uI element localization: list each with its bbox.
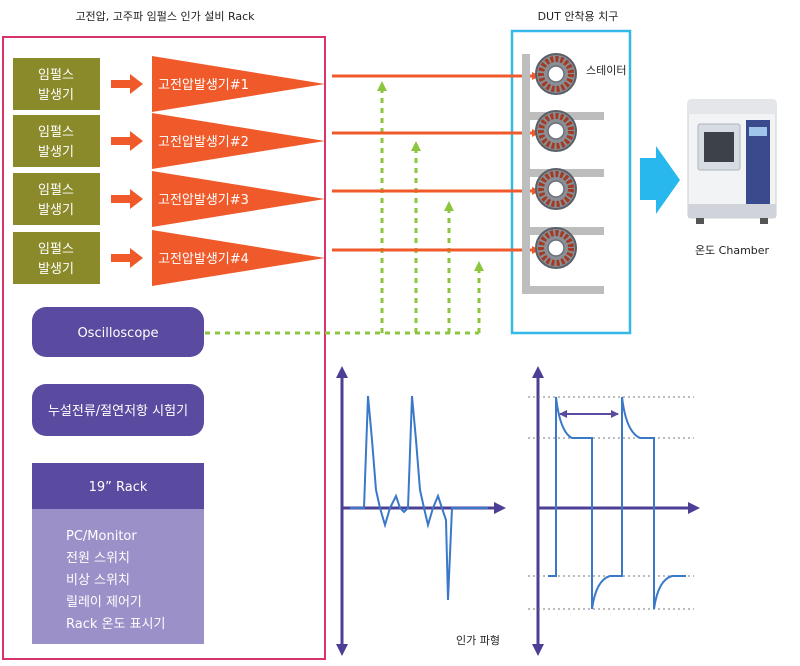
waveform-2 (528, 366, 700, 656)
impulse-generator-label-1-line1: 임펄스 (38, 68, 74, 83)
hv-generator-shape-2 (152, 113, 325, 169)
connector-arrow-3 (111, 189, 143, 209)
waveform-1-trace (350, 395, 488, 601)
stator-fixture-3 (522, 168, 604, 235)
waveform-1 (336, 366, 506, 656)
stator-fixture-4 (522, 227, 604, 294)
impulse-generator-label-2-line2: 발생기 (38, 145, 74, 160)
rack19-item-2: 전원 스위치 (66, 551, 130, 566)
impulse-generator-label-4-line2: 발생기 (38, 262, 74, 277)
impulse-generator-box-1 (13, 58, 100, 110)
rack19-header-label: 19” Rack (89, 480, 148, 495)
waveform-2-trace (548, 396, 686, 610)
impulse-generator-label-4-line1: 임펄스 (38, 242, 74, 257)
impulse-generator-box-3 (13, 173, 100, 225)
impulse-generator-box-2 (13, 115, 100, 167)
probe-lines (205, 81, 484, 335)
tester-box (32, 384, 204, 436)
tester-label: 누설전류/절연저항 시험기 (48, 404, 188, 419)
impulse-generator-label-3-line1: 임펄스 (38, 183, 74, 198)
stator-fixture-2 (522, 110, 604, 177)
rack19-header (32, 463, 204, 509)
rack-frame (2, 36, 326, 660)
hv-generator-shape-4 (152, 230, 325, 286)
fixture-frame (510, 29, 632, 335)
hv-generator-shape-1 (152, 56, 325, 112)
waveform-label: 인가 파형 (456, 634, 500, 647)
stator-label: 스테이터 (586, 64, 626, 77)
hv-generator-label-1: 고전압발생기#1 (158, 78, 249, 93)
rack19-item-4: 릴레이 제어기 (66, 595, 142, 610)
connector-arrow-2 (111, 131, 143, 151)
stator-fixture-1 (522, 53, 604, 120)
chamber-label: 온도 Chamber (695, 244, 770, 257)
impulse-generator-box-4 (13, 232, 100, 284)
connector-arrow-1 (111, 74, 143, 94)
impulse-generator-label-3-line2: 발생기 (38, 203, 74, 218)
fixture-title: DUT 안착용 치구 (538, 10, 619, 23)
big-arrow (640, 146, 680, 214)
chamber-icon (687, 99, 777, 224)
hv-generator-label-2: 고전압발생기#2 (158, 135, 249, 150)
rack19-item-1: PC/Monitor (66, 529, 137, 544)
oscilloscope-label: Oscilloscope (77, 326, 158, 341)
hv-generator-label-4: 고전압발생기#4 (158, 252, 249, 267)
hv-generator-label-3: 고전압발생기#3 (158, 193, 249, 208)
oscilloscope-box (32, 307, 204, 357)
connector-arrow-4 (111, 248, 143, 268)
hv-generator-shape-3 (152, 171, 325, 227)
rack-title: 고전압, 고주파 임펄스 인가 설비 Rack (75, 10, 255, 23)
rack19-item-5: Rack 온도 표시기 (66, 617, 165, 632)
impulse-generator-label-1-line2: 발생기 (38, 88, 74, 103)
impulse-generator-label-2-line1: 임펄스 (38, 125, 74, 140)
rack19-item-3: 비상 스위치 (66, 573, 130, 588)
rack19-body (32, 509, 204, 644)
